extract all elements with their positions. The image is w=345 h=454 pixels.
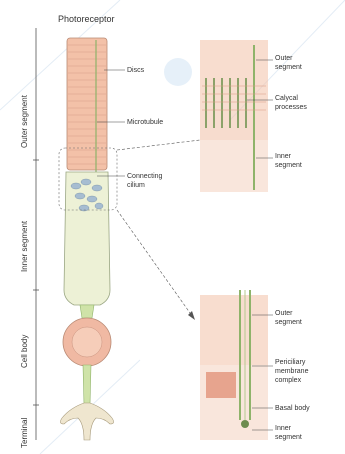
lower-label-basal-body: Basal body [275, 405, 310, 412]
lower-label-inner-line2: segment [275, 434, 302, 441]
watermark-logo [164, 58, 192, 86]
inner-to-body-taper [80, 305, 94, 318]
side-label-inner-segment: Inner segment [20, 220, 29, 272]
upper-label-inner-line1: Inner [275, 153, 292, 160]
side-label-cell-body: Cell body [20, 335, 29, 368]
label-microtubule: Microtubule [127, 119, 163, 126]
periciliary-membrane-block [206, 372, 236, 398]
upper-label-outer-line1: Outer [275, 55, 293, 62]
lower-label-periciliary-line1: Periciliary [275, 359, 306, 366]
upper-label-outer-line2: segment [275, 64, 302, 71]
scale-bar [33, 28, 39, 440]
axon [83, 365, 91, 405]
label-connecting-cilium-line1: Connecting [127, 173, 163, 180]
side-label-terminal: Terminal [20, 418, 29, 448]
upper-label-calycal-line2: processes [275, 104, 307, 111]
lower-inset [200, 290, 268, 440]
basal-body [241, 420, 249, 428]
lower-label-periciliary-line2: membrane [275, 368, 309, 375]
pointer-upper-inset [117, 140, 200, 150]
label-connecting-cilium-line2: cilium [127, 182, 145, 189]
photoreceptor-cell [59, 38, 117, 440]
label-discs: Discs [127, 67, 145, 74]
synaptic-terminal [60, 403, 113, 440]
inner-segment [64, 172, 110, 305]
upper-label-calycal-line1: Calycal [275, 95, 298, 102]
side-label-outer-segment: Outer segment [20, 94, 29, 148]
diagram-title: Photoreceptor [58, 14, 115, 24]
pointer-arrowhead [188, 311, 195, 320]
upper-inset-inner [200, 120, 268, 192]
upper-inset [200, 40, 268, 192]
pointer-lower-inset [117, 210, 195, 320]
upper-label-inner-line2: segment [275, 162, 302, 169]
lower-label-outer-line1: Outer [275, 310, 293, 317]
lower-label-periciliary-line3: complex [275, 377, 302, 384]
lower-inset-outer [200, 295, 268, 365]
nucleus [72, 327, 102, 357]
lower-label-outer-line2: segment [275, 319, 302, 326]
lower-label-inner-line1: Inner [275, 425, 292, 432]
